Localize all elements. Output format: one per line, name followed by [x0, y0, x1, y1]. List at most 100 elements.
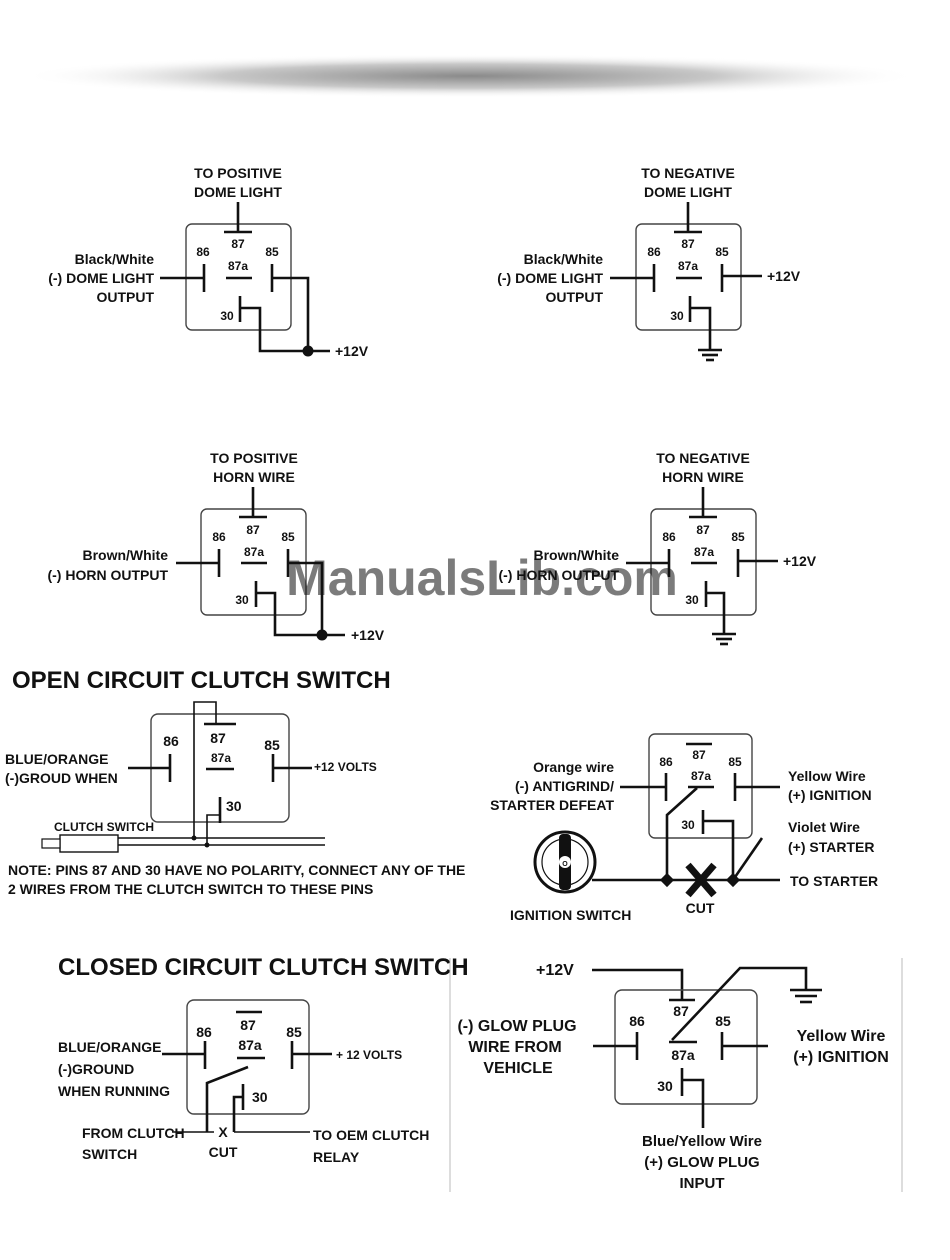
d2-pin-85: 85 [715, 245, 729, 259]
d8-left-line-1: (-) GLOW PLUG [457, 1018, 576, 1035]
d8-right-line-2: (+) IGNITION [793, 1049, 889, 1066]
d4-pin-30: 30 [685, 593, 699, 607]
d1-left-line-1: Black/White [75, 251, 155, 267]
d1-wire-30 [240, 306, 330, 353]
d6-cut-label: CUT [686, 900, 715, 916]
d5-pin-30: 30 [226, 798, 242, 814]
d4-power-label: +12V [783, 553, 817, 569]
d7-pin-30: 30 [252, 1089, 268, 1105]
d2-pin-30: 30 [670, 309, 684, 323]
diagram-starter-defeat: 87 86 85 87a 30 CUT O IGNITION SWITCH Or… [490, 733, 878, 923]
d1-power-label: +12V [335, 343, 369, 359]
d6-left-line-1: Orange wire [533, 759, 614, 775]
d4-ground-icon [712, 632, 736, 646]
ignition-switch-icon: O [533, 830, 597, 894]
diagram-negative-horn-wire: TO NEGATIVE HORN WIRE 87 86 85 87a +12V … [498, 450, 817, 646]
d4-title-line-1: TO NEGATIVE [656, 450, 750, 466]
d5-pin-86: 86 [163, 733, 179, 749]
d3-pin-87: 87 [246, 523, 260, 537]
d8-pin-85: 85 [715, 1013, 731, 1029]
diagram-closed-circuit-clutch-switch: CLOSED CIRCUIT CLUTCH SWITCH 87 87a 86 8… [58, 954, 469, 1165]
d5-clutch-switch-label: CLUTCH SWITCH [54, 820, 154, 834]
d7-pin-87a: 87a [238, 1037, 262, 1053]
d2-power-label: +12V [767, 268, 801, 284]
d3-junction-dot [316, 629, 328, 641]
d2-pin-87: 87 [681, 237, 695, 251]
d2-left-line-3: OUTPUT [545, 289, 603, 305]
d1-pin-30: 30 [220, 309, 234, 323]
d7-heading: CLOSED CIRCUIT CLUTCH SWITCH [58, 954, 469, 981]
diagram-glow-plug: +12V 87 86 85 87a 30 (-) GLOW PLUG WIRE … [449, 958, 903, 1192]
d1-wire-85 [272, 276, 310, 351]
d7-cut-x: X [218, 1124, 228, 1140]
d2-pin-86: 86 [647, 245, 661, 259]
d2-title-line-2: DOME LIGHT [644, 184, 732, 200]
d3-title-line-2: HORN WIRE [213, 469, 295, 485]
d8-power-label: +12V [536, 962, 574, 979]
d3-title-line-1: TO POSITIVE [210, 450, 298, 466]
d7-pin-86: 86 [196, 1024, 212, 1040]
d4-left-line-1: Brown/White [533, 547, 619, 563]
d7-left-line-2: (-)GROUND [58, 1061, 134, 1077]
d6-pin-87: 87 [692, 748, 706, 762]
svg-text:O: O [562, 861, 568, 868]
d8-right-line-1: Yellow Wire [797, 1028, 886, 1045]
d1-left-line-3: OUTPUT [96, 289, 154, 305]
d5-pin-87: 87 [210, 730, 226, 746]
d7-from-line-2: SWITCH [82, 1146, 137, 1162]
d7-left-line-1: BLUE/ORANGE [58, 1039, 161, 1055]
d1-pin-86: 86 [196, 245, 210, 259]
d6-right-line-4: (+) STARTER [788, 839, 874, 855]
d6-pin-86: 86 [659, 755, 673, 769]
diagram-open-circuit-clutch-switch: OPEN CIRCUIT CLUTCH SWITCH 87 86 85 87a … [5, 667, 465, 897]
d8-bottom-line-1: Blue/Yellow Wire [642, 1133, 762, 1150]
d4-pin-85: 85 [731, 530, 745, 544]
d6-pin-87a: 87a [691, 769, 711, 783]
d3-pin-30: 30 [235, 593, 249, 607]
d5-clutch-switch-body [59, 834, 119, 853]
d8-pin-87: 87 [673, 1003, 689, 1019]
d6-ignition-switch-label: IGNITION SWITCH [510, 907, 631, 923]
d7-pin-85: 85 [286, 1024, 302, 1040]
d6-left-line-3: STARTER DEFEAT [490, 797, 614, 813]
d6-cut-x-icon [685, 862, 717, 898]
d3-power-label: +12V [351, 627, 385, 643]
d4-left-line-2: (-) HORN OUTPUT [498, 567, 619, 583]
d6-left-line-2: (-) ANTIGRIND/ [515, 778, 614, 794]
d2-pin-87a: 87a [678, 259, 698, 273]
diagram-positive-horn-wire: TO POSITIVE HORN WIRE 87 86 85 87a 30 +1… [47, 450, 384, 643]
d7-cut-label: CUT [209, 1144, 238, 1160]
d6-right-line-1: Yellow Wire [788, 768, 866, 784]
d1-title-line-2: DOME LIGHT [194, 184, 282, 200]
d7-to-line-2: RELAY [313, 1149, 360, 1165]
d6-right-line-2: (+) IGNITION [788, 787, 872, 803]
d6-pin-30: 30 [681, 818, 695, 832]
d1-title-line-1: TO POSITIVE [194, 165, 282, 181]
d6-pin-85: 85 [728, 755, 742, 769]
d8-pin-86: 86 [629, 1013, 645, 1029]
d7-from-line-1: FROM CLUTCH [82, 1125, 185, 1141]
d6-junction-right [725, 872, 741, 888]
d1-junction-dot [302, 345, 314, 357]
d1-pin-85: 85 [265, 245, 279, 259]
d2-ground-icon [698, 348, 722, 362]
d1-left-line-2: (-) DOME LIGHT [48, 270, 154, 286]
diagram-negative-dome-light: TO NEGATIVE DOME LIGHT 87 86 85 87a +12V… [497, 165, 801, 362]
d8-left-line-3: VEHICLE [483, 1060, 553, 1077]
d2-left-line-2: (-) DOME LIGHT [497, 270, 603, 286]
d2-left-line-1: Black/White [524, 251, 604, 267]
d2-wire-30-ground [690, 306, 712, 350]
diagram-positive-dome-light: TO POSITIVE DOME LIGHT 87 86 85 87a 30 +… [48, 165, 369, 359]
d8-left-line-2: WIRE FROM [468, 1039, 561, 1056]
d2-title-line-1: TO NEGATIVE [641, 165, 735, 181]
d5-note-line-2: 2 WIRES FROM THE CLUTCH SWITCH TO THESE … [8, 881, 373, 897]
d4-pin-86: 86 [662, 530, 676, 544]
d8-pin-30: 30 [657, 1078, 673, 1094]
d6-right-line-3: Violet Wire [788, 819, 860, 835]
d3-wire-85 [288, 561, 324, 635]
d5-heading: OPEN CIRCUIT CLUTCH SWITCH [12, 667, 391, 694]
d8-ground-icon [790, 988, 822, 1004]
d3-pin-85: 85 [281, 530, 295, 544]
d1-pin-87a: 87a [228, 259, 248, 273]
